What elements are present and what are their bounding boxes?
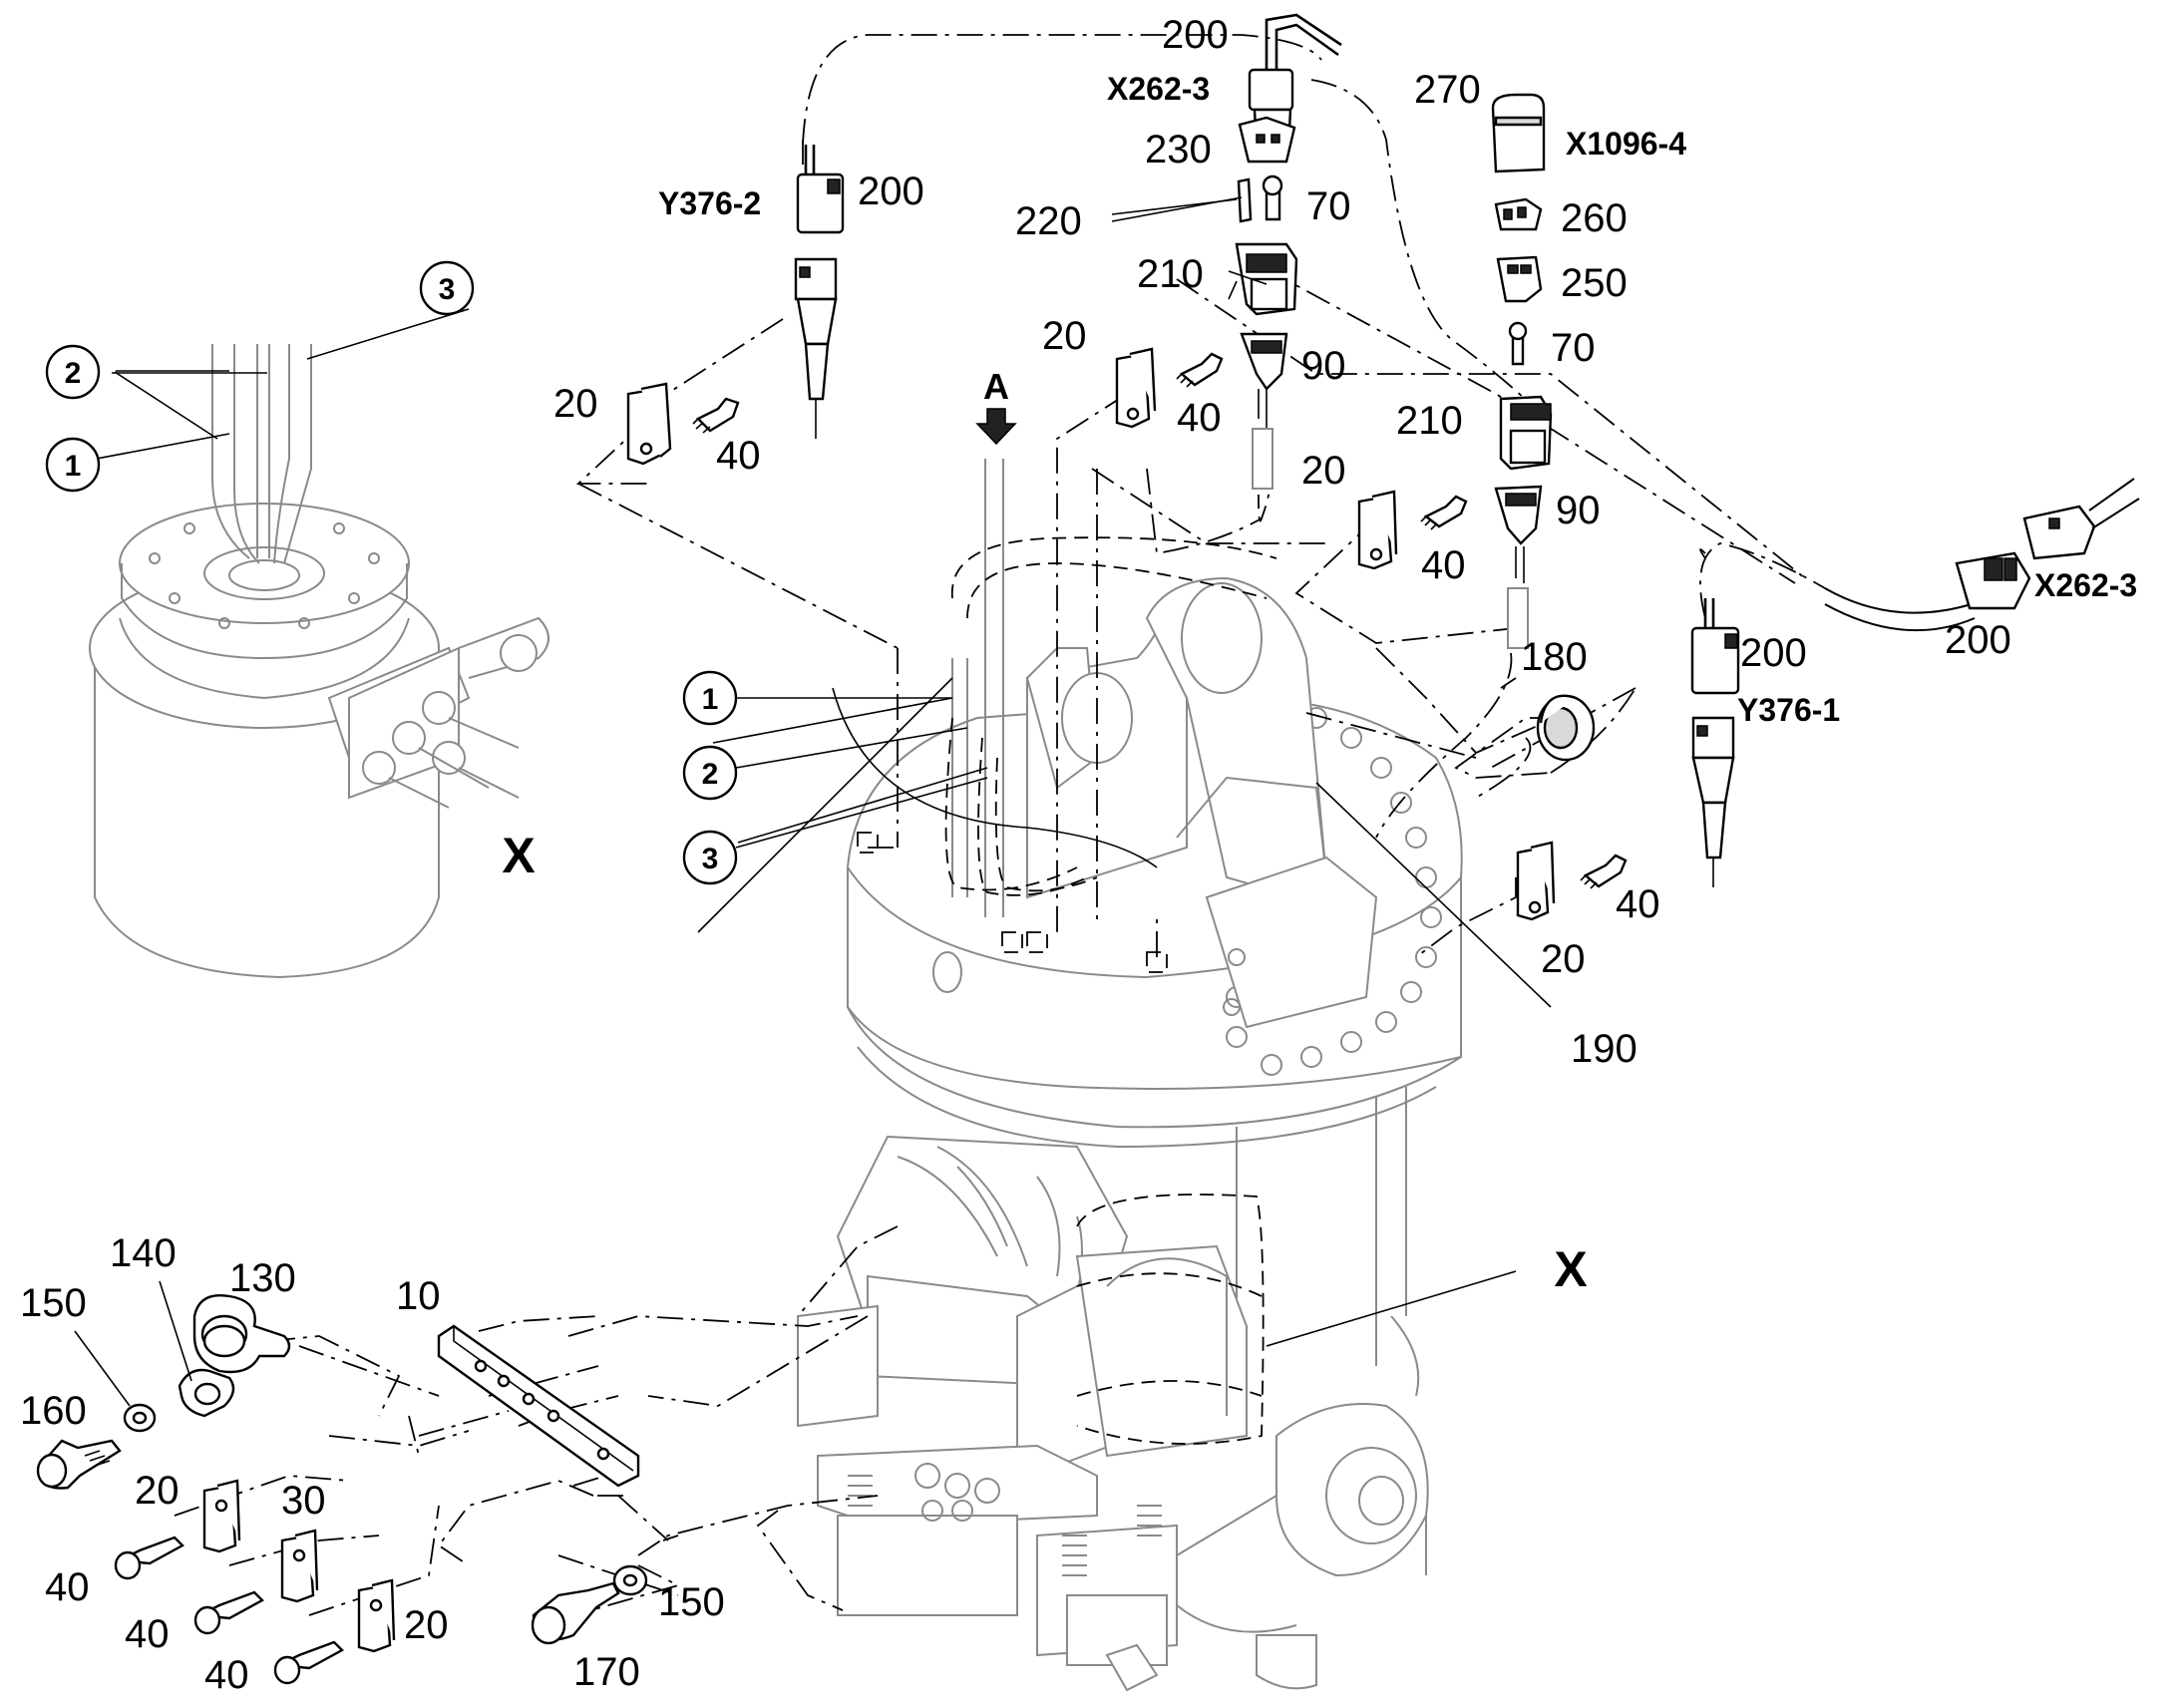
part-20-bottom-left-2: 20	[404, 1603, 449, 1647]
part-40-right: 40	[1616, 882, 1660, 926]
callout-detail-3-label: 3	[439, 273, 456, 306]
part-20-mid: 20	[1042, 314, 1087, 358]
part-210-top: 210	[1137, 252, 1204, 296]
part-200-right: 200	[1945, 618, 2011, 662]
part-130: 130	[229, 1256, 296, 1300]
part-40-left: 40	[716, 434, 761, 478]
callout-main-2-label: 2	[702, 758, 719, 791]
main-assembly	[797, 459, 1463, 1692]
part-210-mid: 210	[1396, 399, 1463, 443]
harness-x262-3-right	[1824, 478, 2140, 632]
sensor-y376-1	[1690, 598, 1740, 887]
callout-detail-3	[419, 260, 475, 316]
hidden-cylinder-outline-2	[1076, 1272, 1263, 1297]
callout-main-1-label: 1	[702, 683, 719, 716]
part-40-bottom-left-2: 40	[125, 1612, 170, 1656]
connector-x1096-4: X1096-4	[1566, 126, 1686, 162]
detail-view-x	[69, 308, 549, 979]
callout-detail-1	[45, 437, 101, 493]
connector-y376-1: Y376-1	[1737, 692, 1840, 728]
part-270: 270	[1414, 68, 1481, 112]
hidden-cable-bundle-2	[966, 562, 1268, 619]
part-180: 180	[1521, 635, 1588, 679]
connector-x262-3-right: X262-3	[2034, 567, 2137, 603]
part-150-right: 150	[658, 1580, 725, 1624]
callout-detail-1-label: 1	[65, 450, 82, 483]
bolt-ring	[1226, 707, 1442, 1076]
part-200-y376-2: 200	[858, 170, 924, 213]
view-x-detail-label: X	[502, 828, 535, 883]
hidden-cylinder-outline-3	[1076, 1380, 1263, 1397]
callout-main-3	[682, 830, 738, 885]
callout-detail-2-label: 2	[65, 357, 82, 390]
top-connector-stack	[1235, 13, 1342, 522]
view-a-label: A	[983, 366, 1009, 407]
part-170: 170	[573, 1650, 640, 1694]
brackets-and-screws	[626, 347, 1628, 973]
part-20-left: 20	[553, 382, 598, 426]
hidden-cable-bundle-3	[944, 717, 1078, 891]
part-90-top: 90	[1301, 344, 1346, 388]
part-190: 190	[1571, 1027, 1637, 1071]
part-70-top: 70	[1306, 184, 1351, 228]
connector-y376-2: Y376-2	[658, 185, 761, 221]
part-10: 10	[396, 1274, 441, 1318]
part-230: 230	[1145, 128, 1212, 171]
part-140: 140	[110, 1231, 177, 1275]
view-x-main-label: X	[1554, 1241, 1587, 1297]
part-150-left: 150	[20, 1281, 87, 1325]
bottom-left-parts	[36, 1294, 648, 1685]
part-20-bottom-left-1: 20	[135, 1469, 180, 1513]
callout-detail-2	[45, 344, 101, 400]
part-200-top: 200	[1162, 13, 1229, 57]
part-number-leaders	[74, 196, 1243, 1407]
part-30: 30	[281, 1479, 326, 1523]
part-40-bottom-left-1: 40	[45, 1565, 90, 1609]
part-90-mid: 90	[1556, 489, 1601, 532]
part-40-mid: 40	[1177, 396, 1222, 440]
part-40-center: 40	[1421, 543, 1466, 587]
part-200-y376-1: 200	[1740, 631, 1807, 675]
callout-main-2	[682, 745, 738, 801]
connector-x262-3-top: X262-3	[1107, 71, 1210, 107]
part-260: 260	[1561, 196, 1628, 240]
part-160: 160	[20, 1389, 87, 1433]
hidden-cylinder-outline	[1076, 1194, 1265, 1445]
part-20-center: 20	[1301, 449, 1346, 493]
hidden-cable-bundle-5	[994, 757, 1098, 892]
hidden-cable-bundle	[950, 536, 1277, 599]
part-220: 220	[1015, 199, 1082, 243]
part-20-right: 20	[1541, 937, 1586, 981]
sensor-y376-2	[794, 145, 845, 439]
cable-loop	[832, 687, 1158, 868]
callout-main-3-label: 3	[702, 843, 719, 875]
view-a-arrow	[975, 408, 1017, 446]
part-40-bottom-left-3: 40	[204, 1653, 249, 1697]
springs	[848, 1463, 1162, 1576]
part-250: 250	[1561, 261, 1628, 305]
part-70-mid: 70	[1551, 326, 1596, 370]
right-connector-stack	[1491, 93, 1553, 649]
